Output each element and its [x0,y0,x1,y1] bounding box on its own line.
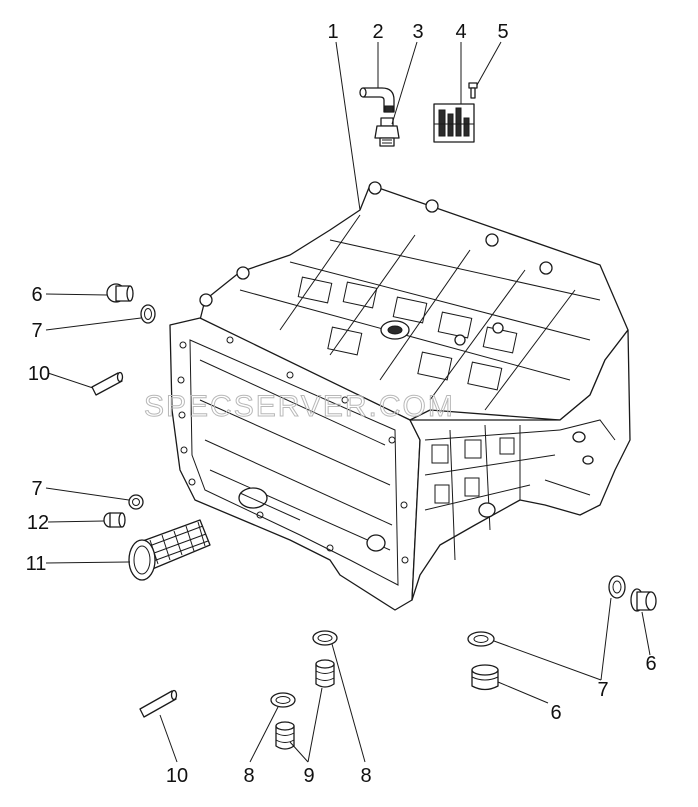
plug-part-9-upper [315,659,335,688]
leader-lines [45,41,651,763]
cover-plate-part-4 [433,103,475,143]
callout-8-left: 8 [243,765,254,787]
dowel-pin-part-10-bottom [139,689,178,718]
seal-ring-part-7-far-right [608,575,626,599]
seal-ring-part-7-lower [128,494,144,510]
seal-ring-part-7-left [140,304,156,324]
seal-ring-part-8-right [312,630,338,646]
seal-ring-part-7-right [467,631,495,647]
transmission-housing [169,181,631,611]
callout-1: 1 [327,21,338,43]
elbow-fitting-part-2 [359,87,395,113]
callout-9: 9 [303,765,314,787]
callout-labels: 1 2 3 4 5 6 7 10 7 12 11 10 8 9 8 6 7 6 [26,21,657,787]
plug-part-12 [103,512,126,528]
callout-6-left: 6 [31,284,42,306]
callout-4: 4 [455,21,466,43]
callout-11: 11 [26,553,47,575]
callout-5: 5 [497,21,508,43]
callout-12: 12 [27,512,49,534]
filter-strainer-part-11 [128,519,211,581]
callout-3: 3 [412,21,423,43]
screw-part-5 [468,82,478,99]
callout-7-right: 7 [597,679,608,701]
callout-8-right: 8 [360,765,371,787]
seal-ring-part-8-left [270,692,296,708]
callout-2: 2 [372,21,383,43]
plug-part-9-lower [275,721,295,750]
plug-part-6-bottom [471,664,499,691]
callout-7-left: 7 [31,320,42,342]
callout-6-bottom: 6 [550,702,561,724]
callout-10-bottom: 10 [166,765,188,787]
callout-6-far-right: 6 [645,653,656,675]
plug-part-6-left [106,283,134,303]
callout-10-left: 10 [28,363,50,385]
dowel-pin-part-10-left [91,371,124,396]
sensor-switch-part-3 [374,117,400,147]
callout-7-lower: 7 [31,478,42,500]
plug-part-6-far-right [630,588,657,612]
watermark-text: SPECSERVER.COM [144,390,455,423]
